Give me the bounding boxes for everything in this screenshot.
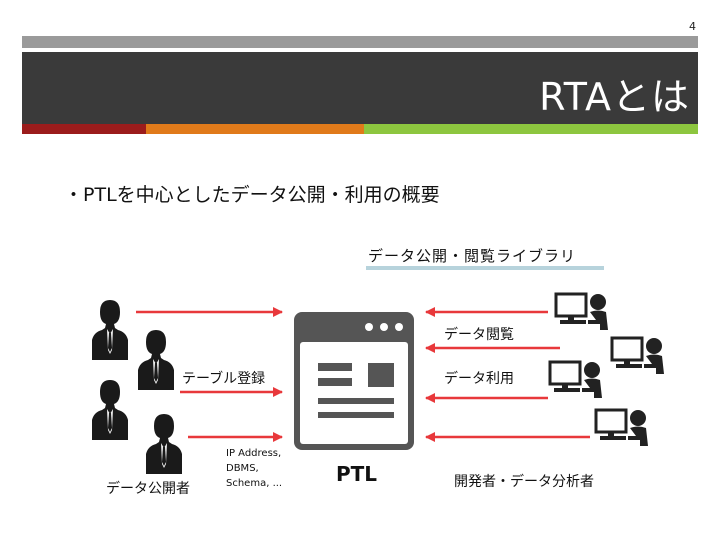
publisher-person-icon <box>92 380 128 440</box>
accent-bar-orange <box>146 124 364 134</box>
data-browse-label: データ閲覧 <box>444 327 514 343</box>
title-band <box>22 52 698 124</box>
arrow-group <box>136 307 590 442</box>
accent-bar-green <box>364 124 698 134</box>
analyst-worker-icon <box>610 336 666 376</box>
accent-bar-red <box>22 124 146 134</box>
ip-info-line: DBMS, <box>226 463 259 474</box>
ptl-label: PTL <box>336 462 378 486</box>
page-number: 4 <box>689 20 696 33</box>
analyst-worker-icon <box>548 360 604 400</box>
table-register-label: テーブル登録 <box>182 371 266 387</box>
publisher-person-icon <box>146 414 182 474</box>
developer-label: 開発者・データ分析者 <box>454 474 594 490</box>
ip-info-line: IP Address, <box>226 448 282 459</box>
bullet-text: ・PTLを中心としたデータ公開・利用の概要 <box>64 184 440 206</box>
ptl-window-icon <box>294 312 414 450</box>
publisher-label: データ公開者 <box>106 481 190 497</box>
analyst-worker-icon <box>594 408 650 448</box>
data-use-label: データ利用 <box>444 371 514 387</box>
ip-info-text: IP Address, DBMS, Schema, ... <box>226 446 282 491</box>
analyst-worker-icon <box>554 292 610 332</box>
publisher-person-icon <box>92 300 128 360</box>
library-underline <box>366 266 604 270</box>
publisher-person-icon <box>138 330 174 390</box>
top-bar <box>22 36 698 48</box>
slide-title: RTAとは <box>539 75 690 119</box>
ip-info-line: Schema, ... <box>226 478 283 489</box>
library-label: データ公開・閲覧ライブラリ <box>368 247 577 265</box>
